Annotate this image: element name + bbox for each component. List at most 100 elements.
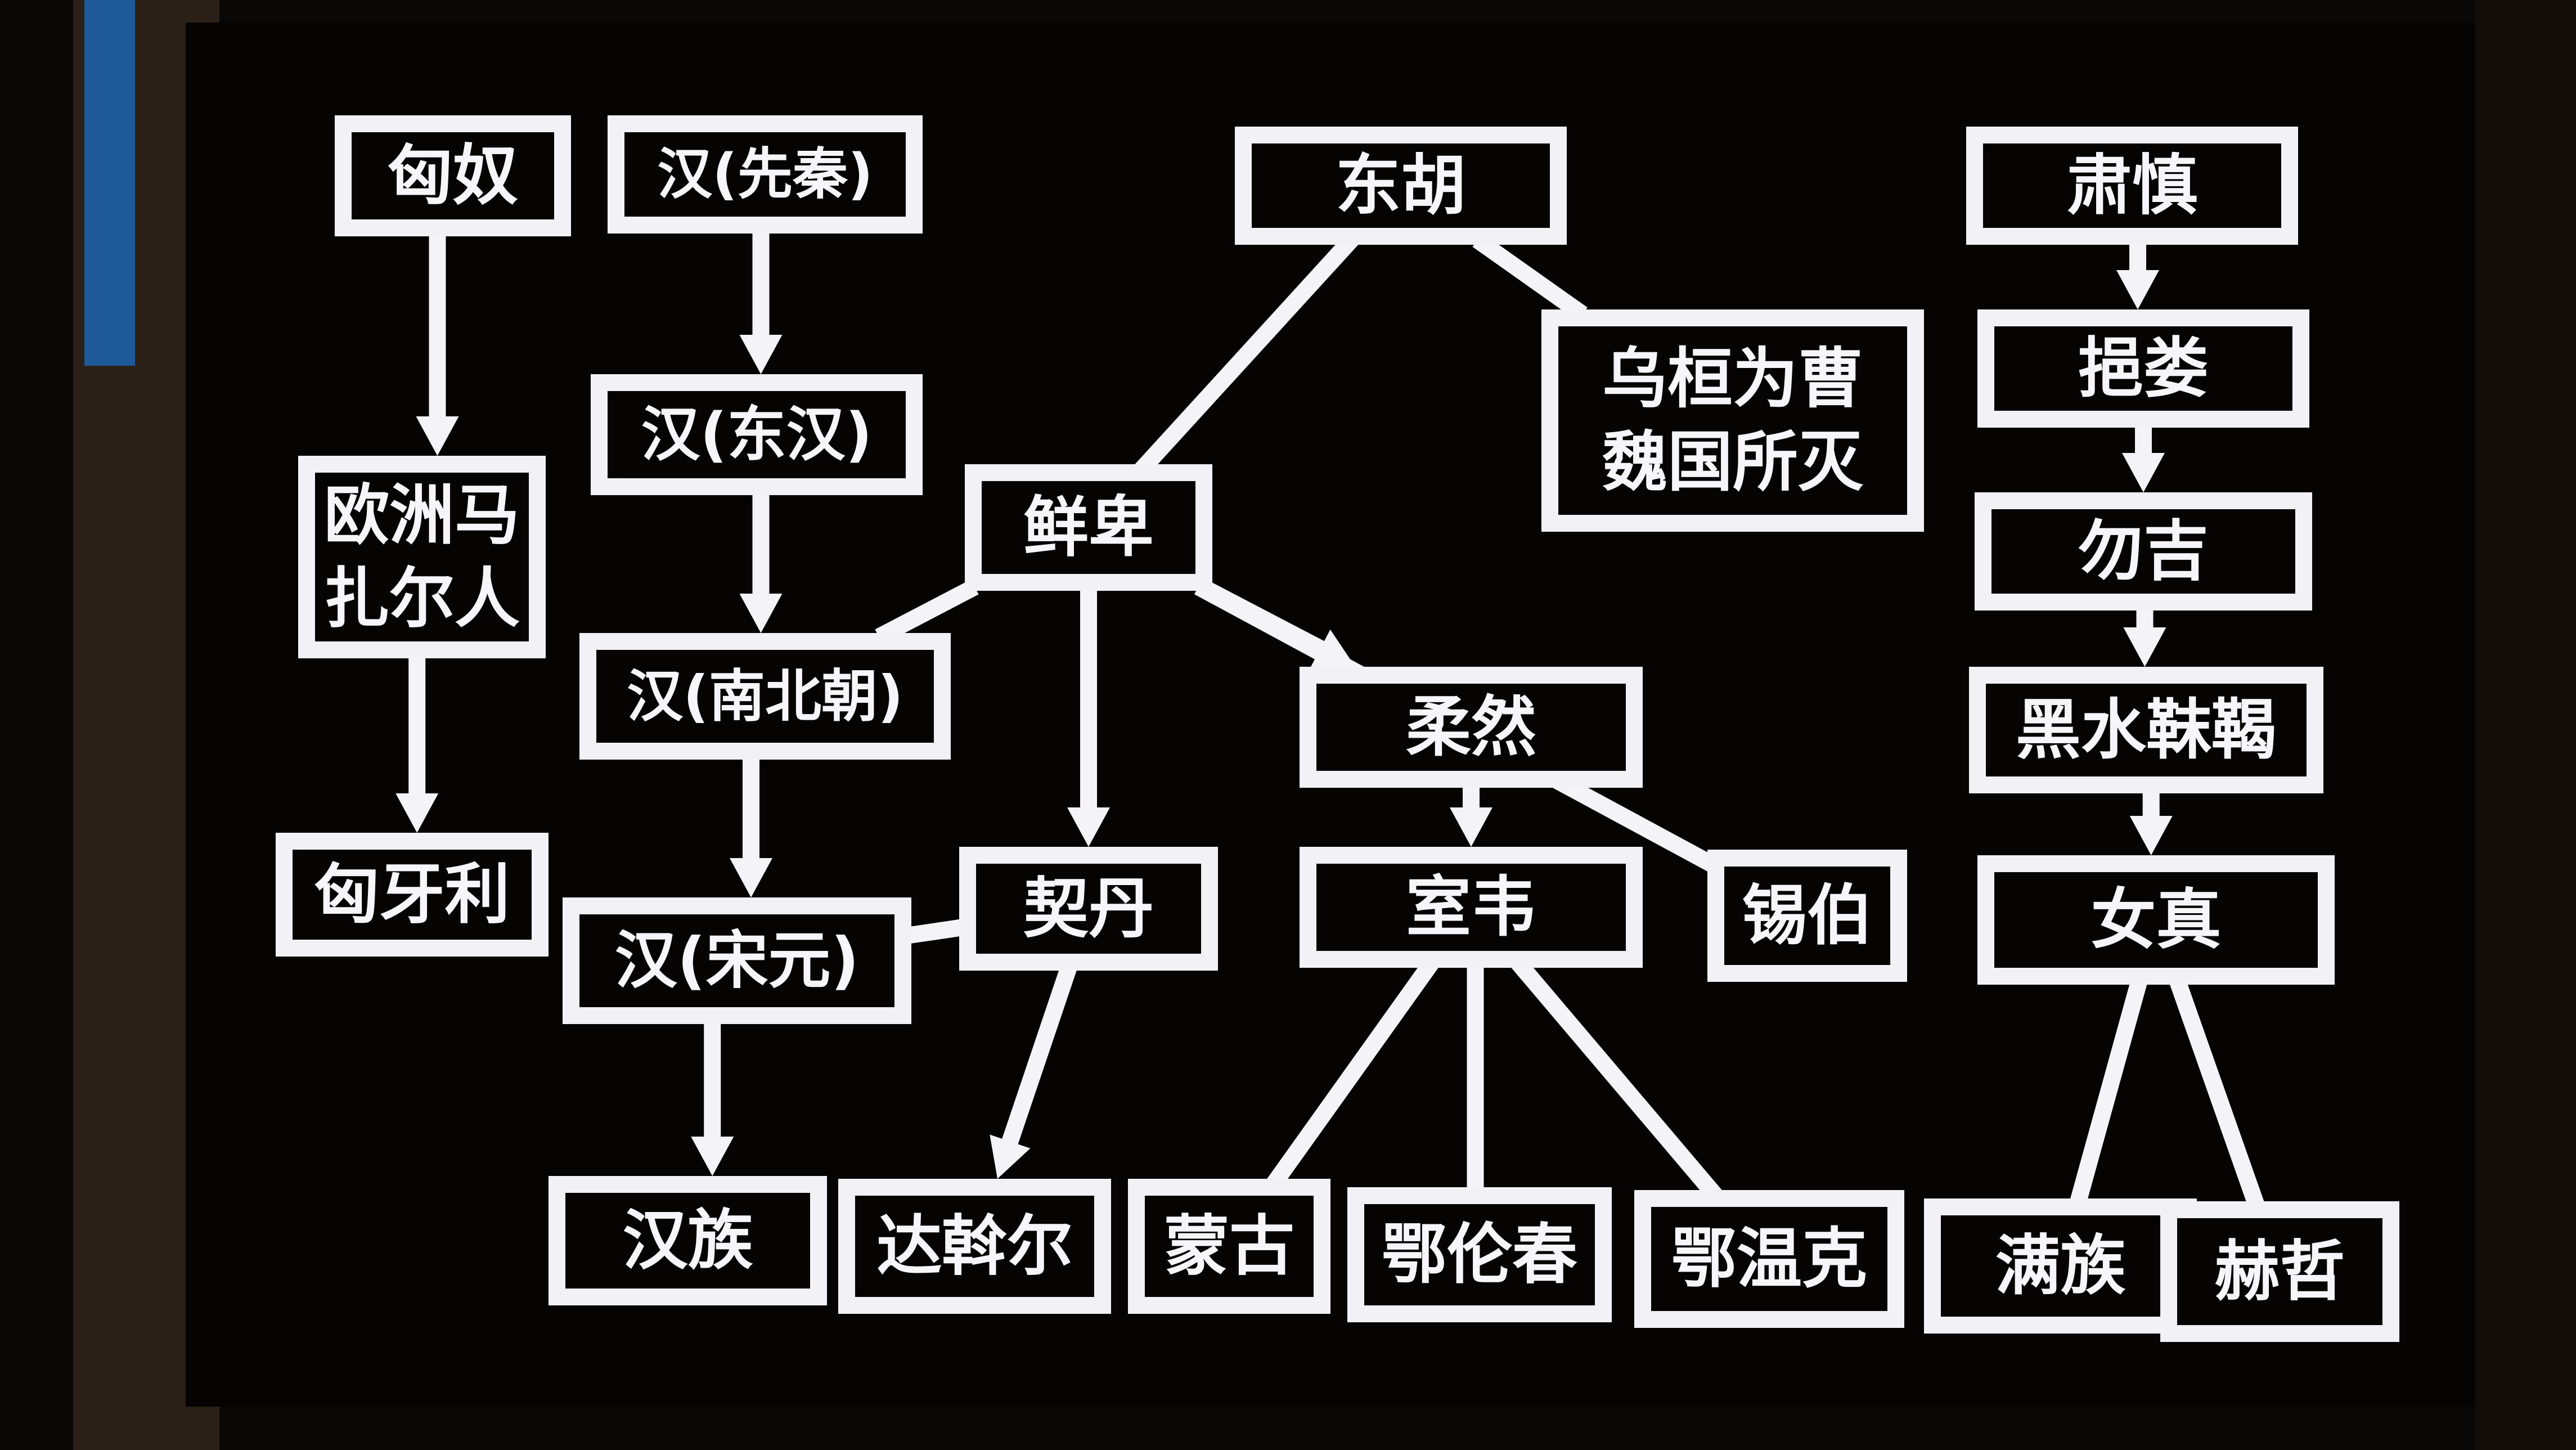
node-fill: [1983, 143, 2281, 228]
node-heishui_mohe: 黑水靺鞨: [1969, 667, 2323, 793]
node-label: 汉(东汉): [641, 401, 873, 469]
node-nuzhen: 女真: [1977, 855, 2335, 985]
node-label: 匈奴: [388, 138, 518, 214]
node-label: 匈牙利: [314, 857, 510, 933]
node-label: 勿吉: [2078, 514, 2209, 590]
node-label: 汉(先秦): [657, 142, 873, 206]
node-menggu: 蒙古: [1128, 1179, 1330, 1314]
arrowhead-han_xianqin-to-han_donghan: [739, 335, 783, 374]
node-fill: [1941, 1215, 2180, 1317]
node-rouran: 柔然: [1300, 667, 1643, 788]
node-label: 鲜卑: [1023, 490, 1154, 565]
node-wuji: 勿吉: [1975, 492, 2312, 610]
node-fill: [565, 1193, 810, 1289]
arrowhead-xianbei-to-qidan: [1067, 807, 1110, 847]
edge-shiwei-to-ewenke: [1510, 955, 1723, 1202]
edge-nuzhen-to-hezhe: [2168, 973, 2266, 1213]
node-fill: [352, 132, 554, 219]
node-fill: [315, 473, 529, 641]
node-qidan: 契丹: [959, 847, 1218, 971]
node-fill: [976, 864, 1201, 954]
node-label: 肃慎: [2067, 148, 2197, 224]
connector-lines: [395, 225, 2266, 1213]
edge-donghu-to-wuhuan: [1472, 233, 1588, 321]
node-fill: [1145, 1196, 1314, 1297]
node-shiwei: 室韦: [1300, 847, 1643, 968]
node-hezhe: 赫哲: [2160, 1201, 2399, 1342]
arrowhead-ouzhou_mazha-to-xiongyali: [395, 793, 439, 833]
arrowhead-han_nanbeichao-to-han_songyuan: [730, 858, 772, 897]
node-fill: [293, 850, 532, 940]
node-sushen: 肃慎: [1966, 127, 2298, 245]
edge-xianbei-to-han_nanbeichao: [875, 579, 979, 645]
node-han_nanbeichao: 汉(南北朝): [579, 633, 951, 760]
node-han_songyuan: 汉(宋元): [563, 897, 911, 1024]
node-fill: [624, 132, 906, 217]
node-fill: [596, 650, 934, 743]
node-label: 锡伯: [1742, 878, 1873, 954]
node-label: 蒙古: [1164, 1209, 1294, 1285]
node-label: 黑水靺鞨: [2016, 692, 2277, 768]
node-fill: [1994, 326, 2292, 411]
node-elunchun: 鄂伦春: [1347, 1187, 1612, 1322]
node-label: 乌桓为曹: [1602, 341, 1863, 417]
node-fill: [608, 391, 906, 478]
node-label: 契丹: [1023, 871, 1154, 947]
arrowhead-heishui_mohe-to-nuzhen: [2129, 816, 2173, 855]
arrowhead-wuji-to-heishui_mohe: [2123, 627, 2166, 667]
node-label: 东胡: [1336, 148, 1466, 224]
arrowhead-rouran-to-shiwei: [1450, 807, 1492, 847]
arrowhead-han_songyuan-to-hanzu: [691, 1137, 734, 1176]
node-dawoer: 达斡尔: [838, 1179, 1111, 1314]
node-fill: [1994, 872, 2318, 968]
node-hanzu: 汉族: [549, 1176, 827, 1305]
node-xibo: 锡伯: [1707, 850, 1907, 982]
node-label: 扎尔人: [324, 561, 520, 637]
node-fill: [982, 481, 1195, 574]
node-ewenke: 鄂温克: [1634, 1190, 1904, 1328]
node-label: 挹娄: [2078, 331, 2209, 407]
node-xiongnu: 匈奴: [335, 115, 571, 236]
node-fill: [1558, 326, 1907, 515]
node-label: 达斡尔: [877, 1209, 1073, 1285]
node-label: 女真: [2091, 882, 2222, 958]
node-fill: [1364, 1204, 1595, 1305]
node-label: 鄂伦春: [1382, 1217, 1577, 1293]
edge-qidan-to-han_songyuan: [901, 918, 969, 945]
node-label: 鄂温克: [1671, 1221, 1867, 1297]
node-manzu: 满族: [1924, 1198, 2197, 1334]
node-label: 魏国所灭: [1602, 424, 1864, 500]
node-fill: [1651, 1207, 1887, 1311]
node-fill: [1316, 684, 1626, 771]
node-fill: [1316, 864, 1626, 951]
edge-nuzhen-to-manzu: [2069, 974, 2149, 1209]
node-fill: [2177, 1218, 2382, 1325]
node-label: 室韦: [1406, 869, 1536, 945]
node-fill: [579, 914, 894, 1007]
node-label: 满族: [1995, 1228, 2126, 1304]
node-donghu: 东胡: [1235, 127, 1567, 245]
node-label: 汉族: [623, 1203, 753, 1279]
node-yilou: 挹娄: [1977, 309, 2309, 428]
node-fill: [1991, 509, 2295, 594]
edge-shiwei-to-menggu: [1265, 956, 1440, 1191]
edge-donghu-to-xianbei: [1134, 232, 1359, 477]
node-fill: [1986, 684, 2307, 776]
arrowhead-sushen-to-yilou: [2116, 270, 2159, 309]
node-han_xianqin: 汉(先秦): [608, 115, 923, 234]
node-label: 汉(南北朝): [627, 663, 903, 729]
arrowhead-yilou-to-wuji: [2122, 453, 2165, 492]
node-label: 赫哲: [2215, 1234, 2345, 1310]
node-label: 欧洲马: [324, 478, 520, 554]
node-fill: [1724, 867, 1890, 965]
node-xiongyali: 匈牙利: [276, 833, 549, 957]
node-label: 汉(宋元): [615, 924, 859, 997]
node-xianbei: 鲜卑: [965, 464, 1212, 591]
node-han_donghan: 汉(东汉): [591, 374, 923, 495]
arrowhead-qidan-to-dawoer: [990, 1134, 1031, 1179]
node-label: 柔然: [1406, 689, 1536, 765]
